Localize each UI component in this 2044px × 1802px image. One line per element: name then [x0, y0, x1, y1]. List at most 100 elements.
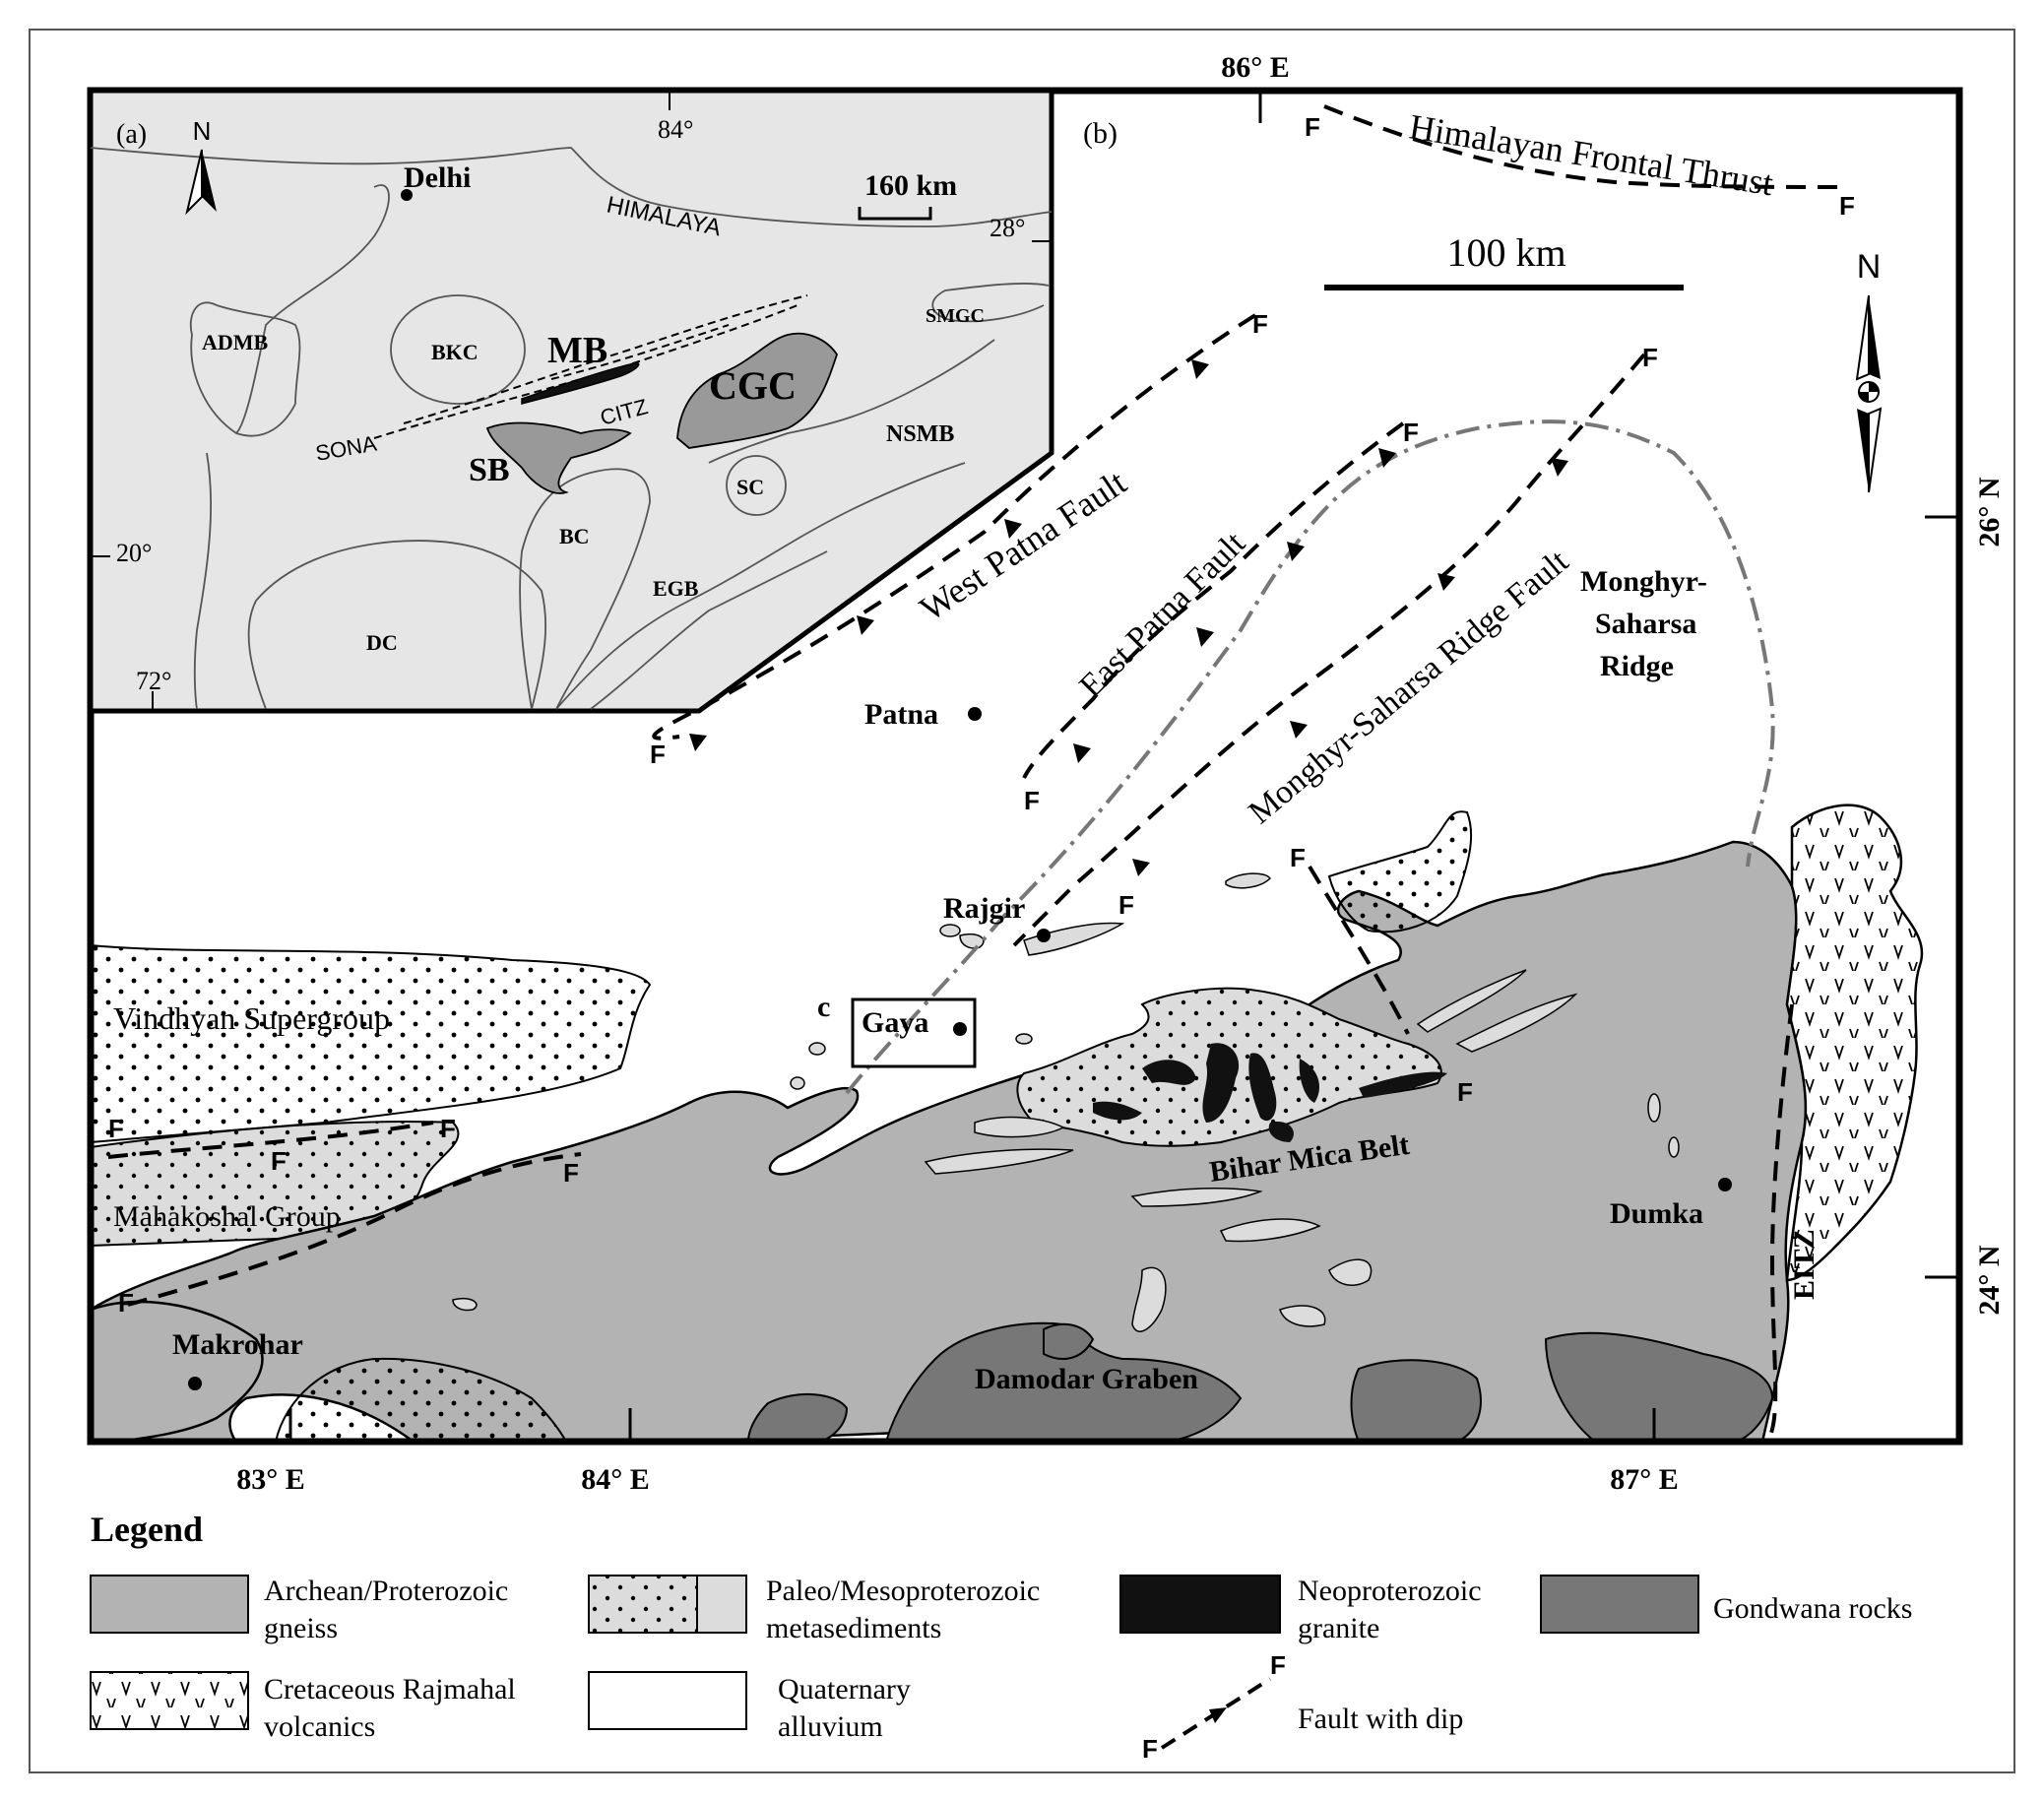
city-markers: Patna Rajgir c Gaya Dumka Makrohar	[172, 698, 1732, 1390]
inset-north-label: N	[193, 116, 212, 146]
f-label: F	[1305, 112, 1320, 142]
legend: Legend Archean/Proterozoic gneiss Paleo/…	[90, 1510, 1912, 1764]
vindhyan-supergroup-area	[91, 943, 652, 1144]
monghyr-saharsa-ridge-outline	[845, 419, 1775, 1095]
inset-panel-label: (a)	[116, 119, 147, 150]
inlier-blebs	[790, 924, 1680, 1158]
svg-text:Saharsa: Saharsa	[1595, 608, 1696, 640]
legend-label-metasediments-1: Paleo/Mesoproterozoic	[766, 1575, 1040, 1607]
graticule-ticks	[288, 91, 1959, 1442]
legend-fault-f-label: F	[1142, 1734, 1158, 1764]
f-label: F	[1839, 191, 1855, 221]
inset-province-outlines	[90, 147, 1053, 710]
inset-mb-belt	[521, 362, 640, 405]
inset-scale-label: 160 km	[864, 169, 957, 202]
legend-label-gneiss-2: gneiss	[264, 1612, 338, 1644]
legend-swatch-gneiss	[90, 1575, 249, 1634]
monghyr-saharsa-ridge-label: Monghyr- Saharsa Ridge	[1580, 565, 1707, 682]
inset-lon-84-label: 84°	[658, 115, 693, 144]
damodar-graben-label: Damodar Graben	[975, 1363, 1198, 1395]
inset-mb-label: MB	[547, 330, 607, 371]
metasediment-lobe	[1327, 810, 1473, 933]
inset-cgc-label: CGC	[709, 363, 797, 408]
vindhyan-supergroup-label: Vindhyan Supergroup	[113, 1000, 390, 1036]
mica-belt-fault-line	[1308, 865, 1410, 1035]
panel-label-b: (b)	[1083, 117, 1118, 150]
north-arrow-icon	[1869, 295, 1881, 379]
gondwana-area-3	[746, 1392, 849, 1442]
svg-text:Monghyr-: Monghyr-	[1580, 565, 1707, 598]
southern-fault-line-2	[127, 1152, 582, 1307]
lon-label-83: 83° E	[236, 1463, 305, 1496]
inset-admb-label: ADMB	[202, 330, 269, 354]
makrohar-lobe	[91, 1300, 264, 1442]
svg-text:Ridge: Ridge	[1600, 650, 1674, 682]
legend-label-volcanics-2: volcanics	[264, 1710, 375, 1743]
patna-dot	[968, 707, 982, 721]
f-label: F	[108, 1114, 124, 1143]
lat-label-24: 24° N	[1973, 1245, 2006, 1315]
legend-label-granite-2: granite	[1298, 1612, 1379, 1644]
legend-label-metasediments-2: metasediments	[766, 1612, 941, 1644]
study-area-box-label: c	[817, 991, 830, 1023]
inset-map: (a) 84° 28° 20° 72° Delhi 160 km NSMB HI…	[88, 88, 1054, 714]
f-label: F	[1457, 1077, 1473, 1107]
inset-nsmb-label: NSMB	[886, 421, 954, 447]
outer-frame	[29, 29, 2015, 1773]
inset-delhi-dot	[401, 189, 413, 201]
f-label: F	[440, 1114, 456, 1143]
rajgir-dot	[1037, 929, 1051, 942]
inset-bc-label: BC	[559, 524, 590, 548]
patna-label: Patna	[864, 698, 938, 731]
legend-label-granite-1: Neoproterozoic	[1298, 1575, 1482, 1607]
f-label: F	[1118, 890, 1134, 920]
legend-label-volcanics-1: Cretaceous Rajmahal	[264, 1673, 516, 1705]
legend-swatch-fault: F F	[1142, 1650, 1286, 1764]
inset-lat-28-label: 28°	[990, 214, 1025, 242]
lower-dotted-area	[274, 1357, 568, 1442]
inset-smgc-label: SMGC	[926, 305, 985, 327]
gondwana-area-2	[1544, 1331, 1774, 1442]
legend-swatch-granite	[1119, 1575, 1281, 1634]
legend-title: Legend	[91, 1510, 203, 1549]
inset-lon-72-label: 72°	[136, 667, 171, 695]
dip-markers	[689, 359, 1568, 876]
inset-frame	[88, 88, 1054, 714]
gondwana-area-4	[1043, 1322, 1095, 1360]
mahakoshal-group-label: Mahakoshal Group	[113, 1200, 341, 1233]
inset-dc-label: DC	[366, 630, 398, 655]
fault-f-labels: F F F F F F F F F F F F F F F	[108, 112, 1855, 1318]
inset-sb-area	[485, 421, 632, 494]
gondwana-area-1	[1350, 1359, 1482, 1442]
himalayan-frontal-thrust-label: Himalayan Frontal Thrust	[1407, 106, 1776, 203]
legend-label-gneiss-1: Archean/Proterozoic	[264, 1575, 508, 1607]
study-area-box	[851, 998, 977, 1068]
gaya-label: Gaya	[862, 1006, 928, 1039]
lon-label-84: 84° E	[581, 1463, 650, 1496]
southern-fault-line-1	[107, 1121, 434, 1159]
f-label: F	[1024, 786, 1040, 815]
legend-label-fault: Fault with dip	[1298, 1703, 1463, 1735]
inset-sb-label: SB	[469, 452, 510, 488]
legend-swatch-metasediments	[588, 1575, 698, 1634]
makrohar-dot	[188, 1377, 202, 1390]
inset-bkc-label: BKC	[431, 340, 479, 364]
west-patna-fault-line	[652, 313, 1257, 740]
inset-cgc-area	[676, 332, 838, 449]
gaya-dot	[953, 1022, 967, 1036]
makrohar-label: Makrohar	[172, 1328, 303, 1361]
monghyr-saharsa-ridge-fault-label: Monghyr-Saharsa Ridge Fault	[1242, 543, 1575, 831]
rajgir-label: Rajgir	[943, 892, 1025, 925]
east-patna-fault-line	[1022, 421, 1405, 779]
dumka-dot	[1718, 1178, 1732, 1191]
inset-egb-label: EGB	[653, 576, 699, 601]
inset-delhi-label: Delhi	[404, 161, 471, 194]
north-arrow: N	[1855, 248, 1883, 493]
inset-north-arrow: N	[185, 116, 217, 216]
metasediment-slivers	[452, 872, 1578, 1332]
f-label: F	[563, 1158, 579, 1188]
legend-swatch-gondwana	[1540, 1575, 1699, 1634]
inset-lat-20-label: 20°	[116, 539, 152, 567]
legend-label-alluvium-1: Quaternary	[778, 1673, 911, 1705]
